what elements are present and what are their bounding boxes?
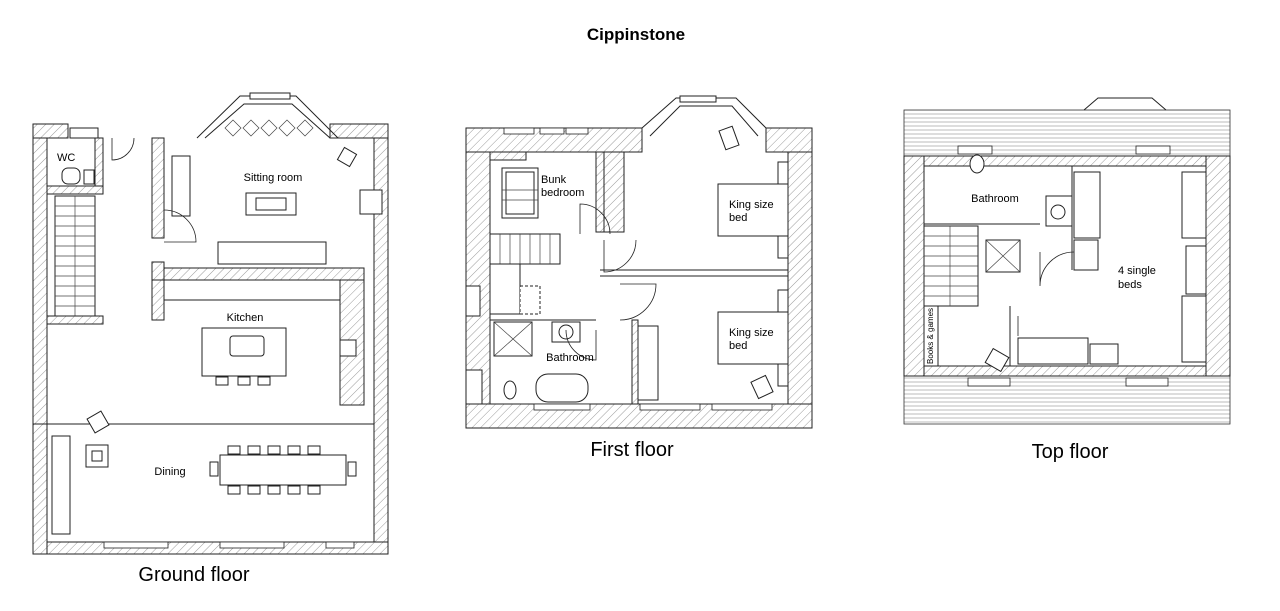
ground-room-wc: WC xyxy=(57,152,75,164)
top-room-bathroom: Bathroom xyxy=(971,193,1019,205)
ground-room-dining: Dining xyxy=(154,466,185,478)
top-room-4-single-beds: beds xyxy=(1118,279,1142,291)
top-floor-caption: Top floor xyxy=(1032,441,1109,463)
first-room-king-bed-1: bed xyxy=(729,212,747,224)
ground-floor-caption: Ground floor xyxy=(138,564,250,586)
ground-floor-plan xyxy=(32,92,389,555)
first-room-bathroom: Bathroom xyxy=(546,352,594,364)
top-floor-plan xyxy=(903,97,1231,425)
top-room-books-games: Books & games xyxy=(926,308,935,364)
plan-title: Cippinstone xyxy=(587,25,685,44)
first-room-king-bed-2: bed xyxy=(729,340,747,352)
first-floor-plan xyxy=(465,95,813,429)
top-room-4-single: 4 single xyxy=(1118,265,1156,277)
first-room-bunk: Bunk xyxy=(541,174,567,186)
first-floor-caption: First floor xyxy=(590,439,674,461)
ground-room-sitting-room: Sitting room xyxy=(244,172,303,184)
first-room-king-size-2: King size xyxy=(729,327,774,339)
first-room-king-size-1: King size xyxy=(729,199,774,211)
first-room-bunk-bedroom: bedroom xyxy=(541,187,584,199)
ground-room-kitchen: Kitchen xyxy=(227,312,264,324)
